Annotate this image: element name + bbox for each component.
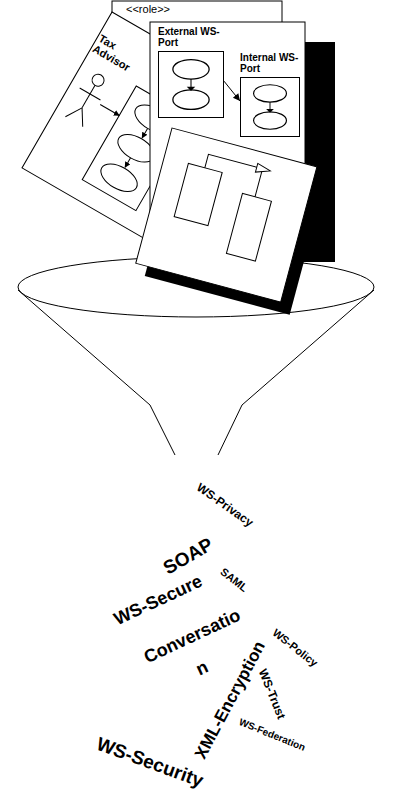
actor-label: Tax Advisor: [91, 32, 145, 77]
state-ellipse: [173, 60, 209, 80]
port-box: Internal WS-Port: [240, 52, 300, 137]
standard-name: WS-Policy: [270, 627, 319, 669]
standard-name: WS-Federation: [237, 717, 306, 753]
flow-line: [270, 102, 271, 110]
ellipse-pair: [241, 78, 299, 136]
role-stereotype: <<role>>: [126, 3, 170, 15]
standard-name: SOAP: [160, 534, 216, 577]
connector: [224, 81, 240, 101]
state-ellipse: [254, 85, 287, 102]
flow-head: [266, 109, 274, 113]
arrow-head: [233, 93, 240, 101]
node-heading: External WS-Port: [158, 26, 224, 48]
ellipse-pair: [159, 52, 223, 117]
standard-name: n: [193, 658, 211, 679]
standard-name: WS-Security: [94, 734, 206, 790]
standard-name: WS-Trust: [257, 667, 288, 720]
standard-name: WS-Privacy: [195, 481, 256, 529]
port-box: External WS-Port: [158, 26, 224, 118]
connector-line: [224, 81, 240, 101]
standard-name: SAML: [218, 566, 249, 594]
node-heading: Tax Advisor: [91, 32, 145, 77]
port-frame: [158, 51, 224, 118]
node-heading: Internal WS-Port: [240, 52, 300, 74]
flow-head: [187, 87, 196, 91]
flow-line: [190, 79, 191, 88]
standard-name: WS-Secure: [111, 572, 205, 628]
state-ellipse: [173, 90, 209, 110]
node-heading: <<role>>: [126, 3, 170, 15]
standard-name: Conversatio: [141, 606, 243, 666]
page-front: [133, 128, 328, 315]
state-ellipse: [254, 112, 287, 129]
port-frame: [240, 77, 300, 137]
